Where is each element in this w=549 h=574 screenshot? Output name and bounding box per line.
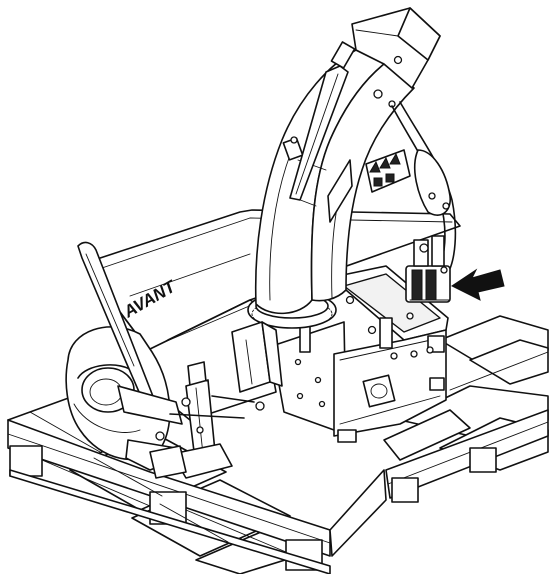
warning-decal bbox=[365, 149, 411, 193]
indicator-arrow bbox=[451, 268, 505, 301]
support-leg bbox=[149, 361, 255, 479]
side-bracket bbox=[231, 321, 283, 411]
adjustment-lever bbox=[77, 241, 183, 441]
deflector-rod bbox=[289, 41, 356, 201]
mounting-frame bbox=[271, 265, 449, 443]
hydraulic-motor bbox=[405, 235, 451, 303]
right-pallet bbox=[383, 315, 549, 503]
left-pallet bbox=[7, 387, 387, 574]
side-skid-disc bbox=[65, 326, 177, 471]
chute-deflector bbox=[351, 7, 441, 108]
discharge-chute bbox=[254, 49, 415, 315]
rotation-arm bbox=[391, 101, 457, 277]
